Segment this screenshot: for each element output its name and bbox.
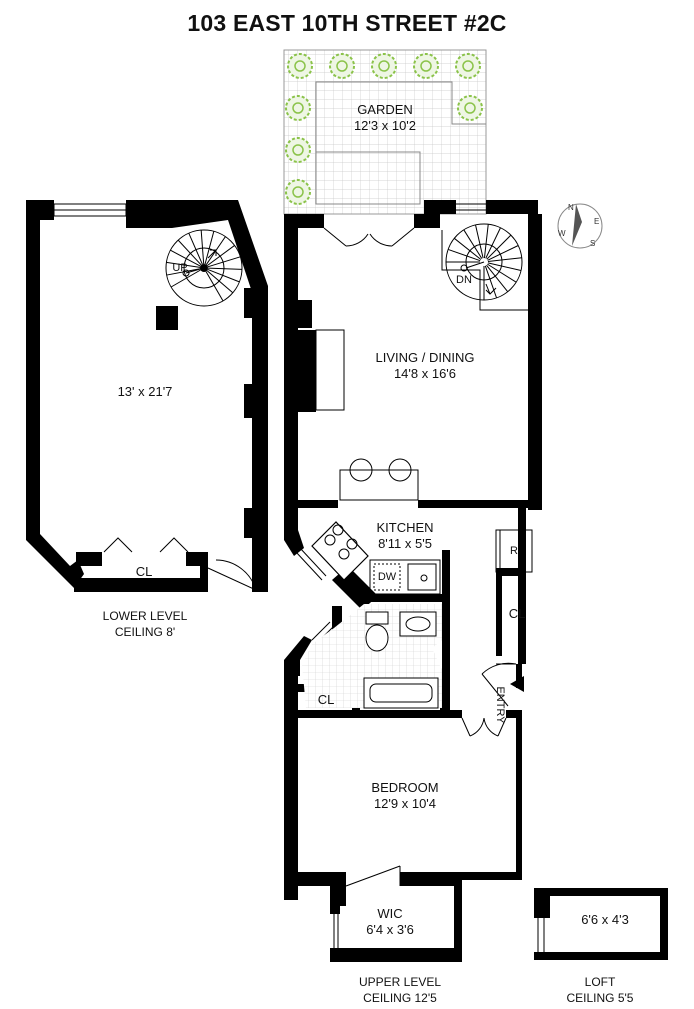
tree-icon xyxy=(285,137,311,163)
bedroom-closet-label: CL xyxy=(317,692,335,707)
kitchen-counter xyxy=(369,559,441,595)
tree-icon xyxy=(285,179,311,205)
stair-tread xyxy=(207,256,241,268)
stair-tread xyxy=(207,268,240,283)
upper-level-walls xyxy=(284,200,542,962)
page-title: 103 EAST 10TH STREET #2C xyxy=(187,10,507,36)
tree-icon xyxy=(285,95,311,121)
living-size: 14'8 x 16'6 xyxy=(393,366,457,381)
lower-level-title: LOWER LEVEL xyxy=(102,609,188,623)
bedroom-label: BEDROOM 12'9 x 10'4 xyxy=(355,780,455,812)
loft-walls xyxy=(534,888,668,960)
lower-level-details xyxy=(33,203,257,591)
stair-tread xyxy=(486,234,512,260)
stair-tread xyxy=(484,265,498,299)
garden-name: GARDEN xyxy=(357,102,413,117)
compass-s-label: S xyxy=(590,239,595,248)
tree-icon xyxy=(329,53,355,79)
loft-size: 6'6 x 4'3 xyxy=(581,912,629,927)
compass-n-label: N xyxy=(568,203,574,212)
stair-tread xyxy=(205,271,224,302)
loft-title: LOFT xyxy=(584,975,616,989)
stair-tread xyxy=(206,270,234,294)
tree-icon xyxy=(287,53,313,79)
stair-tread xyxy=(177,239,202,266)
compass-icon: N E S W xyxy=(557,203,603,249)
compass-w-label: W xyxy=(558,229,566,238)
entry-label: ENTRY xyxy=(494,686,506,724)
upper-level-note: UPPER LEVEL CEILING 12'5 xyxy=(340,974,460,1006)
stair-tread xyxy=(200,230,205,265)
stair-tread xyxy=(166,261,201,268)
living-name: LIVING / DINING xyxy=(375,350,475,365)
stair-tread xyxy=(487,245,519,261)
garden-label: GARDEN 12'3 x 10'2 xyxy=(335,102,435,134)
garden xyxy=(283,49,487,215)
dishwasher-label: DW xyxy=(377,571,397,583)
bathroom-fixtures xyxy=(363,611,439,709)
upper-level-ceiling: CEILING 12'5 xyxy=(363,991,437,1005)
tree-icon xyxy=(457,95,483,121)
stair-tread xyxy=(170,249,201,267)
refrigerator-label: R xyxy=(510,545,518,557)
stair-tread xyxy=(485,227,501,259)
stair-down-label: DN xyxy=(456,274,472,286)
bedroom-name: BEDROOM xyxy=(371,780,439,795)
stair-tread xyxy=(475,224,484,259)
stair-tread xyxy=(487,263,517,283)
lower-stair-post xyxy=(200,264,208,272)
stair-tread xyxy=(188,232,203,265)
tree-icon xyxy=(455,53,481,79)
kitchen-name: KITCHEN xyxy=(376,520,434,535)
upper-level-details xyxy=(287,203,533,948)
entry-arrow-icon xyxy=(510,676,524,692)
stair-tread xyxy=(204,231,215,265)
wic-name: WIC xyxy=(377,906,403,921)
tree-icon xyxy=(413,53,439,79)
stair-up-label: UP xyxy=(172,262,188,274)
stair-tread xyxy=(487,257,522,263)
entry-closet-label: CL xyxy=(508,606,526,621)
lower-size: 13' x 21'7 xyxy=(117,384,173,399)
stair-tread xyxy=(207,267,242,270)
stair-tread xyxy=(453,237,482,260)
stove xyxy=(311,521,369,581)
stair-tread xyxy=(487,262,522,271)
stair-tread xyxy=(447,248,481,262)
stair-tread xyxy=(486,264,509,293)
lower-closet-label: CL xyxy=(135,564,153,579)
bedroom-size: 12'9 x 10'4 xyxy=(373,796,437,811)
kitchen-label: KITCHEN 8'11 x 5'5 xyxy=(355,520,455,552)
upper-level-title: UPPER LEVEL xyxy=(358,975,442,989)
wic-label: WIC 6'4 x 3'6 xyxy=(350,906,430,938)
loft-note: LOFT CEILING 5'5 xyxy=(540,974,660,1006)
kitchen-size: 8'11 x 5'5 xyxy=(378,536,432,551)
stair-tread xyxy=(483,224,489,259)
stair-tread xyxy=(463,229,483,259)
loft-ceiling: CEILING 5'5 xyxy=(566,991,634,1005)
stair-tread xyxy=(206,245,235,267)
garden-trees xyxy=(285,53,483,205)
garden-size: 12'3 x 10'2 xyxy=(353,118,417,133)
tree-icon xyxy=(371,53,397,79)
living-label: LIVING / DINING 14'8 x 16'6 xyxy=(360,350,490,382)
lower-level-note: LOWER LEVEL CEILING 8' xyxy=(90,608,200,640)
compass-e-label: E xyxy=(594,217,599,226)
wic-size: 6'4 x 3'6 xyxy=(366,922,414,937)
stair-tread xyxy=(170,269,201,288)
lower-level-ceiling: CEILING 8' xyxy=(114,625,176,639)
